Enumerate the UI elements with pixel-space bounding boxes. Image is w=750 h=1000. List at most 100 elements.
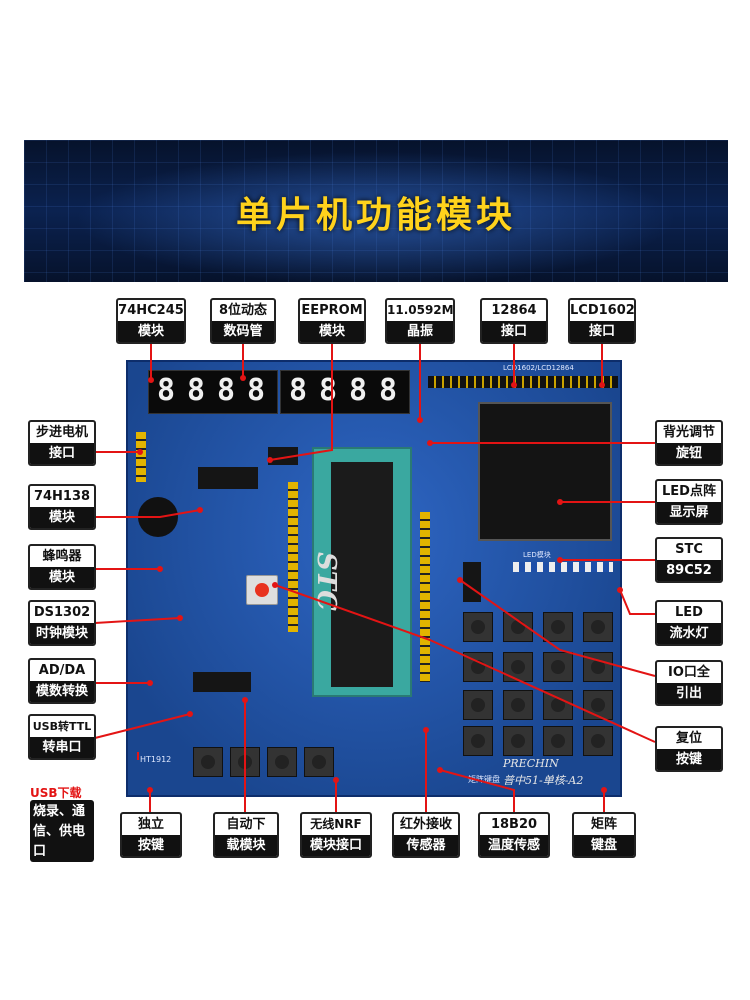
led-module-label: LED模块 xyxy=(523,551,551,559)
label-top: 独立 xyxy=(137,817,164,832)
label-segment-display: 8位动态 数码管 xyxy=(210,298,276,344)
segment-digit: 8 xyxy=(288,373,308,408)
label-bottom: 流水灯 xyxy=(657,623,721,644)
keypad-label: 矩阵键盘 xyxy=(468,775,500,784)
label-top: 11.0592M xyxy=(387,303,454,317)
label-bottom: 传感器 xyxy=(394,835,458,856)
segment-digit: 8 xyxy=(246,373,266,408)
matrix-key[interactable] xyxy=(463,690,493,720)
label-led-matrix: LED点阵 显示屏 xyxy=(655,479,723,525)
label-top: 8位动态 xyxy=(218,303,268,318)
matrix-key[interactable] xyxy=(543,612,573,642)
label-ds18b20: 18B20 温度传感 xyxy=(478,812,550,858)
matrix-key[interactable] xyxy=(583,726,613,756)
matrix-key[interactable] xyxy=(543,690,573,720)
label-top: 无线NRF xyxy=(310,817,362,831)
io-header-right xyxy=(420,512,430,682)
label-top: DS1302 xyxy=(33,605,91,620)
label-top: EEPROM xyxy=(301,303,363,318)
matrix-key[interactable] xyxy=(463,652,493,682)
independent-key[interactable] xyxy=(193,747,223,777)
label-ds1302: DS1302 时钟模块 xyxy=(28,600,96,646)
label-independent-keys: 独立 按键 xyxy=(120,812,182,858)
label-lcd1602: LCD1602 接口 xyxy=(568,298,636,344)
segment-digit: 8 xyxy=(156,373,176,408)
label-bottom: 接口 xyxy=(30,443,94,464)
label-eeprom: EEPROM 模块 xyxy=(298,298,366,344)
label-bottom: 接口 xyxy=(482,321,546,342)
segment-digit: 8 xyxy=(378,373,398,408)
banner-glow xyxy=(24,140,728,282)
label-bottom: 模块 xyxy=(30,567,94,588)
label-stepper: 步进电机 接口 xyxy=(28,420,96,466)
label-bottom: 模块 xyxy=(118,321,184,342)
reset-button[interactable] xyxy=(246,575,278,605)
label-top: 蜂鸣器 xyxy=(42,549,82,564)
banner-title: 单片机功能模块 xyxy=(235,195,516,236)
label-top: 自动下 xyxy=(226,817,266,832)
segment-digit: 8 xyxy=(186,373,206,408)
matrix-key[interactable] xyxy=(463,726,493,756)
board-model: 普中51-单核-A2 xyxy=(503,774,584,787)
label-top: 背光调节 xyxy=(662,425,715,440)
label-bottom: 按键 xyxy=(122,835,180,856)
buzzer xyxy=(138,497,178,537)
led-matrix-display xyxy=(478,402,612,541)
label-top: LCD1602 xyxy=(570,303,635,318)
label-io: IO口全 引出 xyxy=(655,660,723,706)
label-top: 74HC245 xyxy=(118,303,184,318)
label-stc: STC 89C52 xyxy=(655,537,723,583)
label-top: 矩阵 xyxy=(590,817,617,832)
label-74h138: 74H138 模块 xyxy=(28,484,96,530)
matrix-key[interactable] xyxy=(463,612,493,642)
label-bottom: 模块 xyxy=(300,321,364,342)
segment-digit: 8 xyxy=(216,373,236,408)
label-top: LED xyxy=(675,605,703,620)
dev-board: 8 8 8 8 8 8 8 8 LCD1602/LCD12864 STC LED… xyxy=(126,360,622,797)
label-12864: 12864 接口 xyxy=(480,298,548,344)
matrix-key[interactable] xyxy=(543,652,573,682)
label-top: 步进电机 xyxy=(35,425,88,440)
label-matrix-keys: 矩阵 键盘 xyxy=(572,812,636,858)
ic-adda xyxy=(193,672,251,692)
chip-id-label: HT1912 xyxy=(140,755,172,764)
label-bottom: 按键 xyxy=(657,749,721,770)
ic-74hc595 xyxy=(463,562,481,602)
matrix-key[interactable] xyxy=(583,612,613,642)
label-bottom: 模数转换 xyxy=(30,681,94,702)
matrix-key[interactable] xyxy=(543,726,573,756)
label-74hc245: 74HC245 模块 xyxy=(116,298,186,344)
label-crystal: 11.0592M 晶振 xyxy=(385,298,455,344)
matrix-key[interactable] xyxy=(503,690,533,720)
segment-display-right: 8 8 8 8 xyxy=(280,370,410,414)
board-brand: PRECHIN xyxy=(503,757,559,770)
usb-download-title: USB下载 xyxy=(30,786,82,800)
label-top: IO口全 xyxy=(668,665,710,680)
usb-download-desc: 烧录、通信、供电口 xyxy=(30,800,94,862)
matrix-key[interactable] xyxy=(503,612,533,642)
stepper-header xyxy=(136,432,146,482)
ic-74hc245 xyxy=(198,467,258,489)
label-reset: 复位 按键 xyxy=(655,726,723,772)
label-auto-download: 自动下 载模块 xyxy=(213,812,279,858)
matrix-key[interactable] xyxy=(503,652,533,682)
label-adda: AD/DA 模数转换 xyxy=(28,658,96,704)
label-top: 复位 xyxy=(675,731,702,746)
independent-key[interactable] xyxy=(230,747,260,777)
matrix-key[interactable] xyxy=(503,726,533,756)
label-bottom: 晶振 xyxy=(387,321,453,342)
independent-key[interactable] xyxy=(304,747,334,777)
label-top: STC xyxy=(675,542,703,557)
label-bottom: 接口 xyxy=(570,321,634,342)
chip-marking: STC xyxy=(311,552,341,611)
label-led-flow: LED 流水灯 xyxy=(655,600,723,646)
label-top: 12864 xyxy=(491,303,537,318)
independent-key[interactable] xyxy=(267,747,297,777)
label-top: 红外接收 xyxy=(399,817,452,832)
lcd-header xyxy=(428,376,618,388)
matrix-key[interactable] xyxy=(583,652,613,682)
label-buzzer: 蜂鸣器 模块 xyxy=(28,544,96,590)
label-bottom: 温度传感 xyxy=(480,835,548,856)
matrix-key[interactable] xyxy=(583,690,613,720)
title-banner: 单片机功能模块 xyxy=(24,140,728,282)
